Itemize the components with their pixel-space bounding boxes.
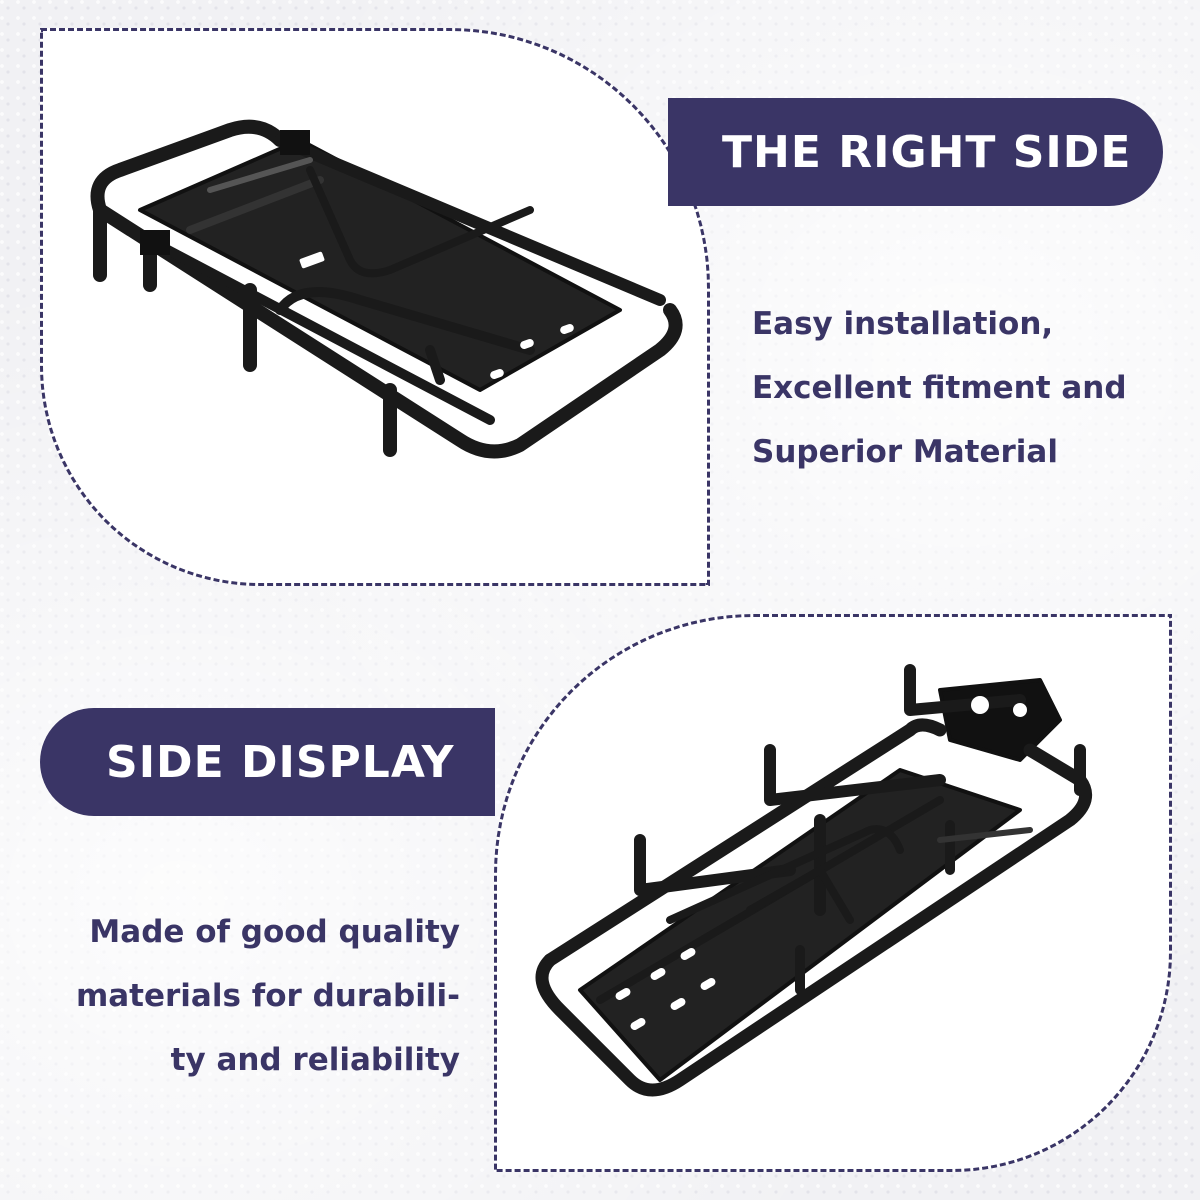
description-line: Superior Material [752,434,1058,470]
description-line: Made of good quality [89,914,460,950]
rear-rack-right-side-image [90,119,683,459]
section-title-text: SIDE DISPLAY [106,736,455,788]
section-title-text: THE RIGHT SIDE [722,126,1132,178]
description-line: Easy installation, [752,306,1054,342]
section-description-side-display: Made of good quality materials for durab… [40,900,460,1092]
description-line: ty and reliability [170,1042,460,1078]
section-title-right-side: THE RIGHT SIDE [668,98,1163,206]
section-description-right-side: Easy installation, Excellent fitment and… [752,292,1182,484]
description-line: Excellent fitment and [752,370,1127,406]
section-title-side-display: SIDE DISPLAY [40,708,495,816]
rear-rack-side-display-image [535,664,1093,1097]
description-line: materials for durabili- [75,978,460,1014]
